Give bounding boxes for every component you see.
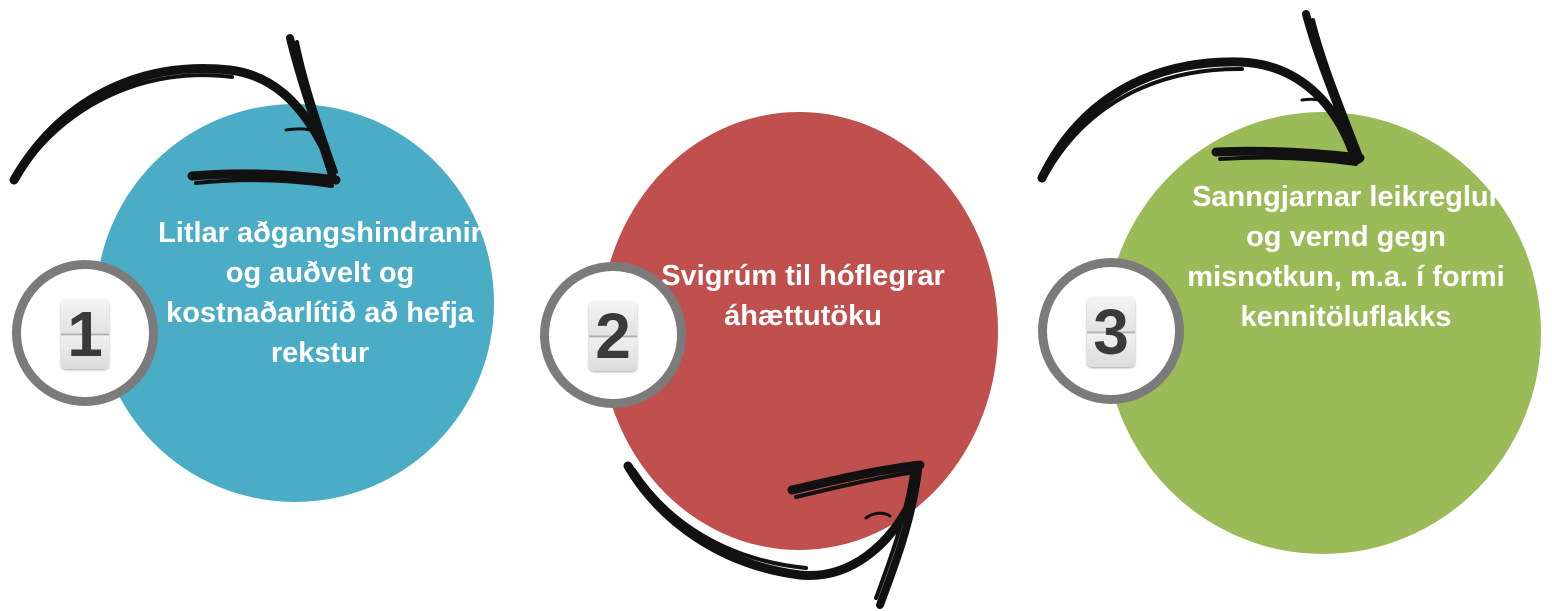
step-1-number-badge: 1 [12, 260, 158, 406]
flip-card-icon: 3 [1087, 297, 1135, 367]
curved-arrow-icon [1037, 10, 1365, 183]
step-1-number: 1 [67, 299, 103, 369]
step-2-number-badge: 2 [540, 262, 686, 408]
curved-arrow-icon [623, 460, 925, 609]
curved-arrow-icon [9, 34, 341, 188]
flip-card-icon: 1 [61, 299, 109, 369]
step-3-text: Sanngjarnar leikreglur og vernd gegn mis… [1187, 181, 1505, 333]
step-2-text: Svigrúm til hóflegrar áhættutöku [661, 260, 945, 332]
step-1-text: Litlar aðgangshindranir og auðvelt og ko… [158, 217, 482, 369]
step-3-number-badge: 3 [1038, 258, 1184, 404]
step-2-number: 2 [595, 301, 631, 371]
step-1-circle [96, 104, 494, 502]
step-3-number: 3 [1093, 297, 1129, 367]
flip-card-icon: 2 [589, 301, 637, 371]
